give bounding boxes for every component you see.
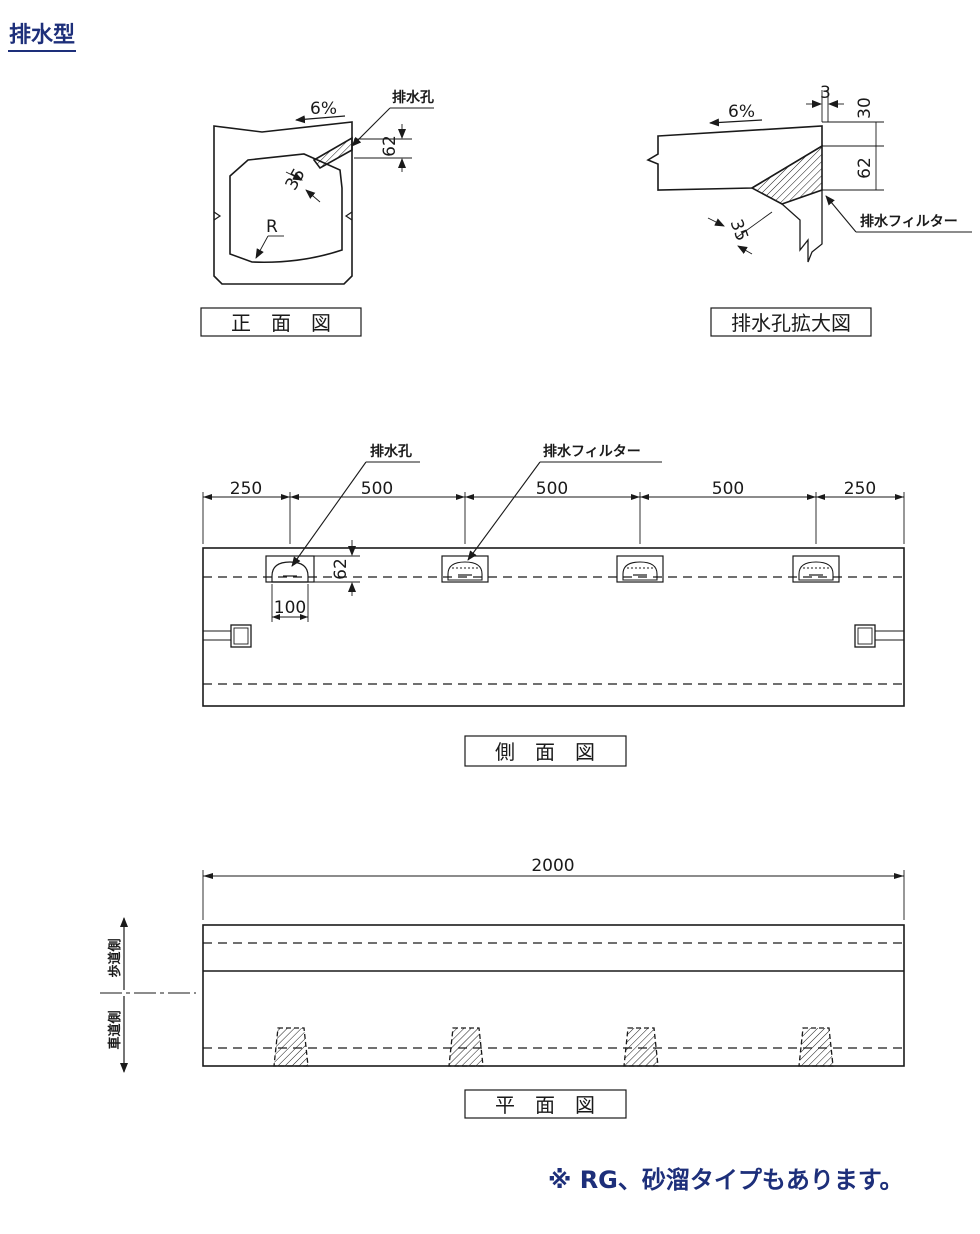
front-hole-callout: 排水孔 [392, 89, 434, 106]
plan-length-label: 2000 [531, 856, 574, 876]
plan-drain-2 [448, 1027, 484, 1067]
plan-drain-3 [623, 1027, 659, 1067]
front-slope-label: 6% [310, 99, 337, 119]
detail-dim-62: 62 [855, 157, 875, 179]
front-caption: 正 面 図 [231, 311, 331, 335]
side-spacing-5: 250 [844, 479, 876, 499]
plan-drain-4 [798, 1027, 834, 1067]
detail-dim-3: 3 [820, 83, 831, 103]
front-notch-left [213, 211, 222, 221]
side-caption: 側 面 図 [495, 740, 595, 764]
plan-caption: 平 面 図 [495, 1093, 595, 1117]
detail-body-outline [646, 125, 823, 191]
side-connector-right [854, 624, 876, 648]
side-spacing-4: 500 [712, 479, 744, 499]
detail-view [646, 90, 972, 263]
front-slope-arrow [295, 115, 346, 124]
side-outline [202, 547, 905, 707]
side-spacing-3: 500 [536, 479, 568, 499]
detail-dim-35: 35 [726, 217, 752, 244]
front-dim-35: 35 [282, 165, 310, 194]
front-inner-channel [229, 153, 343, 264]
front-drain-hole [312, 136, 353, 170]
front-dim-62: 62 [380, 135, 400, 157]
side-hole-callout: 排水孔 [370, 443, 412, 460]
side-spacing-1: 250 [230, 479, 262, 499]
side-dim-62: 62 [331, 558, 351, 580]
side-caption-box [464, 735, 627, 767]
side-drain-filter-4 [792, 555, 840, 583]
front-notch-right [344, 211, 353, 221]
detail-slope-arrow [709, 118, 763, 127]
side-drain-filter-2 [441, 555, 489, 583]
detail-drain-hole [750, 144, 823, 205]
side-connector-left [230, 624, 252, 648]
front-outer-outline [213, 121, 353, 285]
front-radius-label: R [266, 217, 278, 237]
side-spacing-2: 500 [361, 479, 393, 499]
side-filter-callout: 排水フィルター [543, 443, 641, 460]
detail-slope-label: 6% [728, 102, 755, 122]
plan-caption-box [464, 1089, 627, 1119]
plan-roadway-label: 車道側 [107, 1010, 123, 1049]
page-title: 排水型 [8, 22, 77, 52]
detail-filter-callout: 排水フィルター [860, 213, 958, 230]
detail-dim-30: 30 [855, 97, 875, 119]
plan-drain-1 [273, 1027, 309, 1067]
plan-outline [202, 924, 905, 1067]
front-view [213, 107, 434, 285]
plan-view [100, 870, 905, 1073]
side-drain-filter-3 [616, 555, 664, 583]
detail-lower-break [781, 190, 823, 263]
side-dim-100: 100 [274, 598, 306, 618]
footnote: ※ RG、砂溜タイプもあります。 [548, 1166, 904, 1194]
plan-walkway-label: 歩道側 [107, 938, 123, 977]
front-caption-box [200, 307, 362, 337]
side-view [202, 461, 905, 707]
detail-caption-box [710, 307, 872, 337]
detail-caption: 排水孔拡大図 [731, 311, 851, 335]
